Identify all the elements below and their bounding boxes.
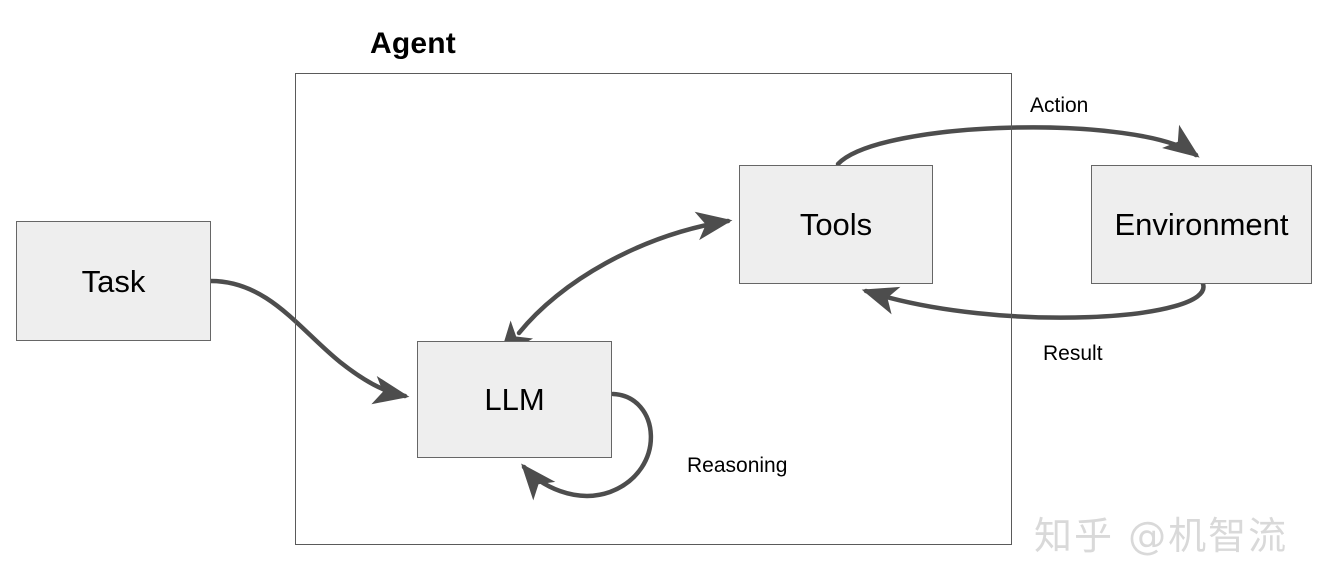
edge-label-action: Action [1030, 94, 1089, 117]
node-task-label: Task [81, 263, 146, 299]
node-environment[interactable]: Environment [1091, 165, 1312, 284]
edge-llm-self-loop [521, 391, 654, 501]
edge-label-result: Result [1043, 342, 1103, 365]
node-llm[interactable]: LLM [417, 341, 612, 458]
node-environment-label: Environment [1114, 207, 1289, 242]
node-tools-label: Tools [799, 207, 873, 242]
node-task[interactable]: Task [16, 221, 211, 341]
edge-environment-to-tools [861, 281, 1206, 320]
node-llm-label: LLM [484, 382, 545, 417]
agent-container-box [295, 73, 1012, 545]
edge-label-reasoning: Reasoning [687, 454, 788, 477]
node-tools[interactable]: Tools [739, 165, 933, 284]
zhihu-watermark: 知乎 @机智流 [1034, 514, 1289, 558]
agent-group-title: Agent [370, 27, 456, 60]
edge-task-to-llm [208, 278, 410, 405]
edge-llm-tools-bidirectional [499, 211, 733, 358]
